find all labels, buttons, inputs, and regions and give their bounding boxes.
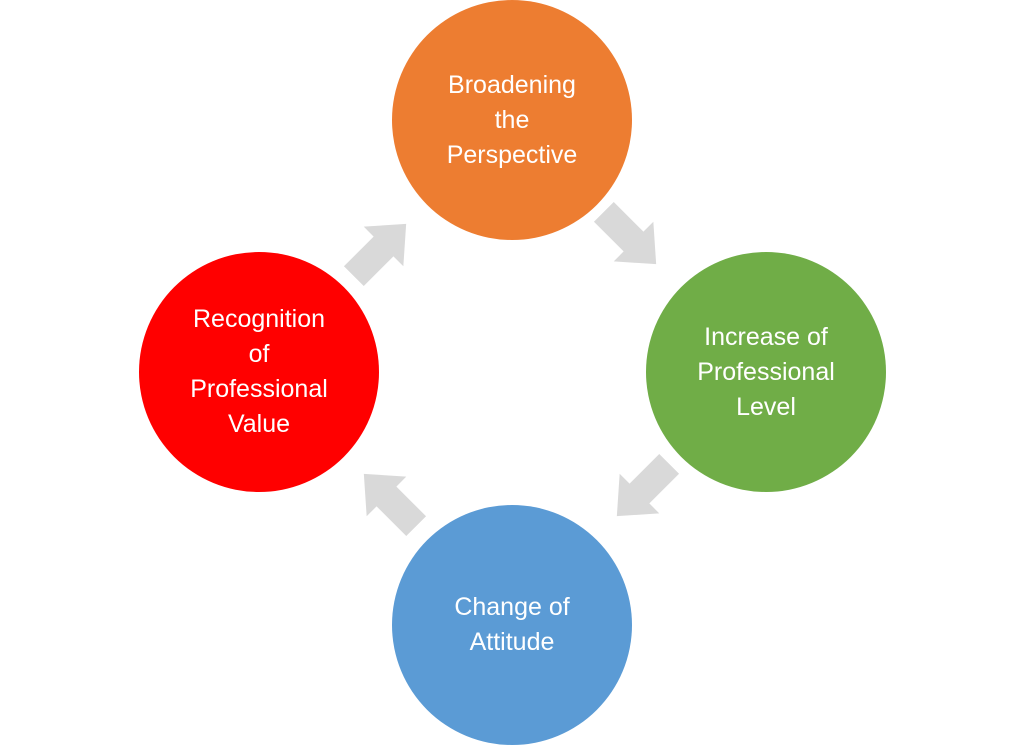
- node-label-line: Recognition: [192, 305, 326, 333]
- node-label-line: Professional: [190, 375, 328, 403]
- node-label-line: Broadening: [448, 70, 576, 99]
- node-label-line: Perspective: [446, 140, 578, 169]
- node-label-line: the: [494, 105, 530, 134]
- arrow-bottom-to-left: [363, 473, 427, 537]
- node-label: Change of Attitude: [417, 590, 607, 660]
- node-label-line: Increase of: [704, 322, 828, 351]
- arrow-top-to-right: [593, 201, 657, 265]
- node-label-line: Level: [736, 392, 796, 421]
- node-change-of-attitude: Change of Attitude: [392, 505, 632, 745]
- node-label-line: Change of: [454, 593, 570, 621]
- node-label-line: Professional: [697, 357, 835, 386]
- node-label-line: Value: [227, 410, 291, 438]
- node-label-line: of: [248, 340, 270, 368]
- arrow-left-to-top: [343, 223, 407, 287]
- arrow-right-to-bottom: [616, 453, 680, 517]
- node-label-line: Attitude: [469, 628, 555, 656]
